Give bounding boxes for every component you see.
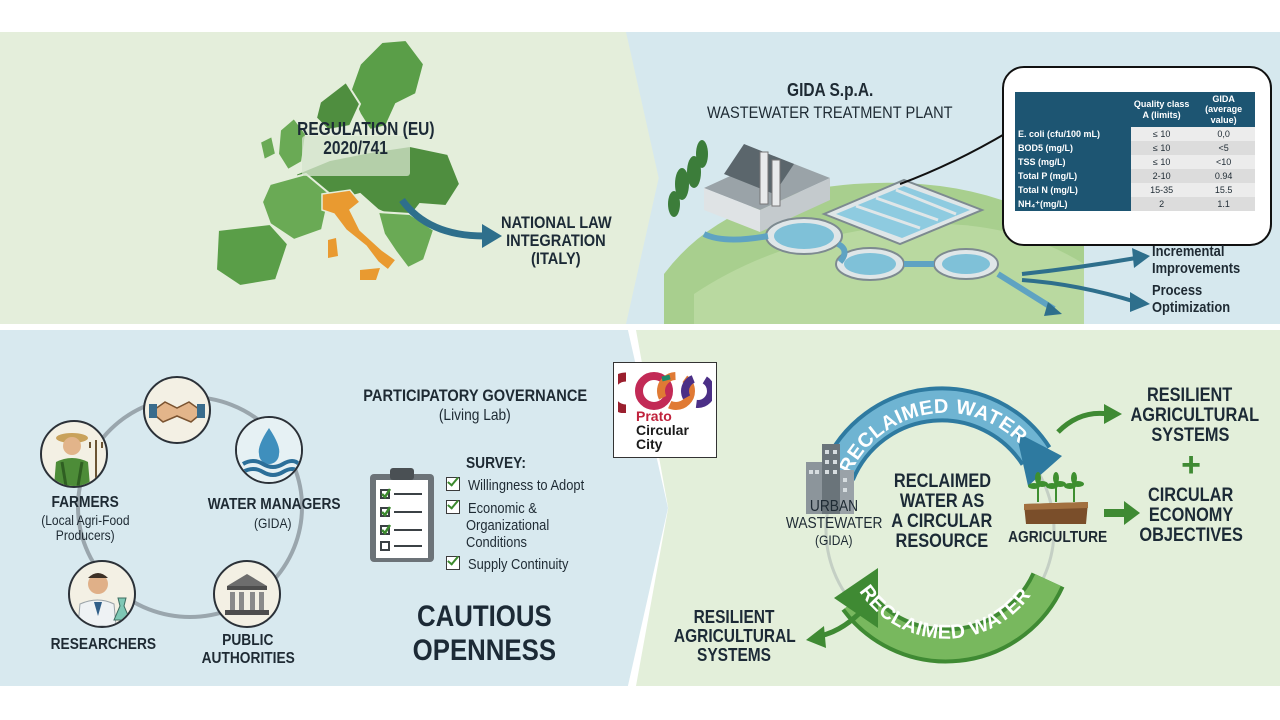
europe-map-icon <box>214 38 462 288</box>
arrow-to-objectives-icon <box>1104 501 1140 525</box>
check-icon <box>446 477 460 491</box>
prato-circular-city-logo: Prato Circular City <box>613 362 717 458</box>
handshake-icon <box>143 376 211 444</box>
plus-sign: + <box>1181 446 1201 484</box>
outcome-process: Process Optimization <box>1152 282 1231 316</box>
survey-item-continued: Organizational <box>466 517 550 534</box>
water-managers-sublabel: (GIDA) <box>254 515 292 531</box>
governance-title: PARTICIPATORY GOVERNANCE <box>363 386 587 405</box>
outcome-arrows-icon <box>1021 248 1150 312</box>
table-row: BOD5 (mg/L)≤ 10<5 <box>1015 141 1255 156</box>
table-header: GIDA (average value) <box>1192 92 1255 128</box>
government-building-icon <box>213 560 281 628</box>
outcome-incremental: Incremental Improvements <box>1152 243 1241 277</box>
city-buildings-icon <box>806 444 854 514</box>
arrow-to-national-law-icon <box>399 197 502 248</box>
circular-economy-objectives: CIRCULAR ECONOMY OBJECTIVES <box>1139 485 1243 547</box>
farmers-sublabel: (Local Agri-Food Producers) <box>40 512 130 544</box>
quality-table: Quality class A (limits) GIDA (average v… <box>1015 92 1255 212</box>
arrow-to-resilient-left-icon <box>806 602 870 648</box>
survey-item: Willingness to Adopt <box>446 477 603 494</box>
urban-wastewater-label: URBAN WASTEWATER (GIDA) <box>785 498 883 548</box>
plant-heading: GIDA S.p.A. WASTEWATER TREATMENT PLANT <box>680 80 980 123</box>
agriculture-label: AGRICULTURE <box>1008 529 1108 546</box>
arrow-to-resilient-icon <box>1056 404 1122 434</box>
circular-arrows-icon: RECLAIMED WATER RECLAIMED WATER <box>821 386 1065 664</box>
governance-heading: PARTICIPATORY GOVERNANCE (Living Lab) <box>340 386 610 425</box>
researcher-icon <box>68 560 136 628</box>
national-law-label: NATIONAL LAW INTEGRATION (ITALY) <box>500 213 612 268</box>
plant-title: GIDA S.p.A. <box>786 80 874 100</box>
logo-line-1: Prato <box>636 408 672 424</box>
researchers-label: RESEARCHERS <box>50 636 156 653</box>
check-icon <box>446 556 460 570</box>
regulation-label: REGULATION (EU) 2020/741 <box>297 119 435 158</box>
sprouts-soil-icon <box>1024 472 1088 524</box>
logo-rings-icon <box>618 372 712 413</box>
governance-subtitle: (Living Lab) <box>439 407 511 424</box>
resilient-systems-left: RESILIENT AGRICULTURAL SYSTEMS <box>673 607 796 666</box>
conclusion-label: CAUTIOUS OPENNESS <box>412 600 556 667</box>
plant-subtitle: WASTEWATER TREATMENT PLANT <box>707 103 953 122</box>
survey-item: Supply Continuity <box>446 556 585 573</box>
resilient-systems-right: RESILIENT AGRICULTURAL SYSTEMS <box>1130 385 1260 447</box>
logo-line-2: Circular <box>636 422 689 438</box>
circular-center-label: RECLAIMED WATER AS A CIRCULAR RESOURCE <box>891 471 993 553</box>
survey-item: Economic & <box>446 500 548 517</box>
public-authorities-label: PUBLIC AUTHORITIES <box>201 632 295 667</box>
table-header <box>1015 92 1131 128</box>
clipboard-icon <box>370 468 434 562</box>
water-managers-label: WATER MANAGERS <box>207 496 341 513</box>
logo-line-3: City <box>636 436 663 452</box>
check-icon <box>446 500 460 514</box>
farmers-label: FARMERS <box>51 494 119 511</box>
treatment-plant-illustration-icon <box>664 131 1084 324</box>
survey-title: SURVEY: <box>466 455 526 472</box>
table-row: TSS (mg/L)≤ 10<10 <box>1015 155 1255 170</box>
water-drop-icon <box>235 416 303 484</box>
table-header: Quality class A (limits) <box>1131 92 1193 128</box>
farmer-icon <box>40 420 108 488</box>
survey-item-continued: Conditions <box>466 534 527 551</box>
